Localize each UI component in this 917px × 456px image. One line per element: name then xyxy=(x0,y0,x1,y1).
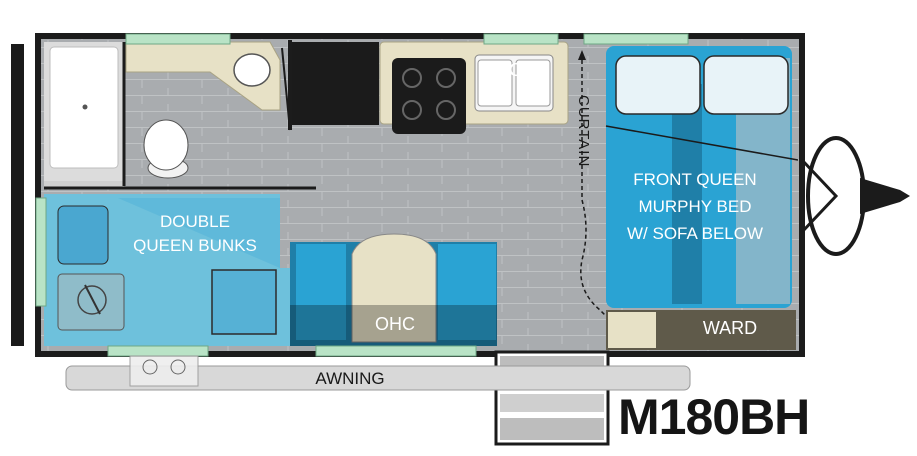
stove-top xyxy=(392,58,466,134)
window xyxy=(125,33,231,45)
bed-seam xyxy=(672,84,702,304)
window xyxy=(583,33,689,45)
model-number: M180BH xyxy=(618,389,810,445)
bunks-label-line1: DOUBLE xyxy=(160,212,230,231)
awning xyxy=(65,365,691,391)
ward-label: WARD xyxy=(702,318,758,338)
dinette-ohc-label: OHC xyxy=(375,314,415,334)
front-bed-label-line2: MURPHY BED xyxy=(638,197,752,216)
refrigerator xyxy=(291,42,379,125)
awning-label: AWNING xyxy=(315,369,385,388)
dinette-seat-left xyxy=(296,244,346,340)
bunk-step xyxy=(211,269,277,335)
curtain-label: CURTAIN xyxy=(575,95,592,168)
dinette-table xyxy=(351,233,437,343)
window xyxy=(107,345,209,357)
window xyxy=(35,197,47,307)
kitchen-ohc-label: OHC xyxy=(482,60,522,80)
bath-sink xyxy=(233,53,271,87)
window xyxy=(315,345,477,357)
toilet-bowl xyxy=(143,119,189,171)
outdoor-burner xyxy=(129,355,199,387)
window xyxy=(483,33,559,45)
dinette-seat-right xyxy=(438,244,496,340)
hitch-tongue xyxy=(800,158,839,234)
bunk-pillow xyxy=(57,205,109,265)
hitch-coupler xyxy=(860,178,910,214)
bunks-label-line2: QUEEN BUNKS xyxy=(133,236,257,255)
front-bed-label-line1: FRONT QUEEN xyxy=(633,170,757,189)
front-bed-label-line3: W/ SOFA BELOW xyxy=(626,224,764,243)
pillow-right xyxy=(703,55,789,115)
pillow-left xyxy=(615,55,701,115)
shower-drain xyxy=(82,104,88,110)
outdoor-kitchen xyxy=(57,273,125,331)
ohc-shade xyxy=(290,305,497,346)
rear-bumper xyxy=(11,44,24,346)
